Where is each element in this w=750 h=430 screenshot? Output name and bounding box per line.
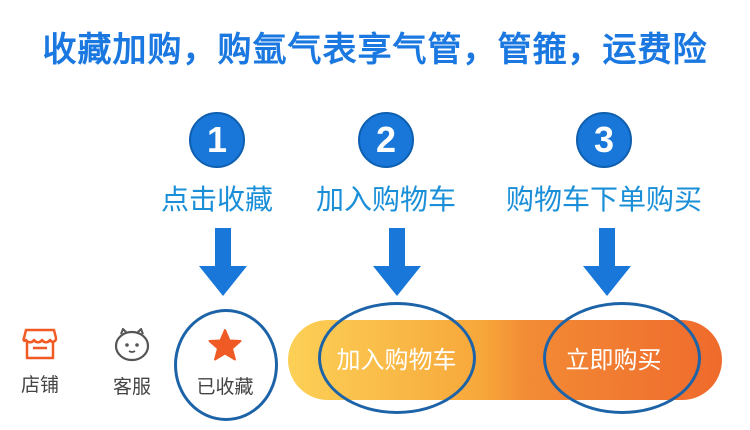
- star-icon: [208, 329, 242, 361]
- store-icon: [22, 328, 58, 360]
- promo-headline: 收藏加购，购氩气表享气管，管箍，运费险: [42, 30, 708, 70]
- step-1: 1 点击收藏: [107, 110, 327, 218]
- svg-text:2: 2: [376, 119, 396, 160]
- step-1-label: 点击收藏: [160, 183, 273, 216]
- down-arrow-icon: [373, 228, 421, 296]
- add-to-cart-label: 加入购物车: [336, 346, 457, 374]
- step-3-badge-icon: 3: [576, 112, 632, 168]
- buy-now-label: 立即购买: [565, 346, 662, 374]
- step-3-label: 购物车下单购买: [505, 183, 702, 216]
- chat-face-icon: [114, 327, 150, 362]
- step-1-badge-icon: 1: [189, 112, 245, 168]
- service-button[interactable]: 客服: [100, 327, 164, 399]
- favorited-label: 已收藏: [196, 376, 254, 398]
- favorite-button[interactable]: 已收藏: [193, 328, 257, 399]
- step-2: 2 加入购物车: [276, 110, 496, 218]
- add-to-cart-button[interactable]: 加入购物车: [288, 320, 505, 400]
- purchase-actions: 加入购物车 立即购买: [288, 320, 722, 400]
- step-2-badge-icon: 2: [358, 112, 414, 168]
- buy-now-button[interactable]: 立即购买: [505, 320, 722, 400]
- store-button[interactable]: 店铺: [8, 328, 72, 397]
- store-label: 店铺: [20, 374, 59, 396]
- down-arrow-icon: [583, 228, 631, 296]
- down-arrow-icon: [199, 228, 247, 296]
- step-3: 3 购物车下单购买: [494, 110, 714, 218]
- bottom-action-bar: 店铺 客服 已收藏 加入购物车 立即购买: [0, 300, 750, 430]
- service-label: 客服: [112, 376, 151, 398]
- svg-text:1: 1: [207, 119, 227, 160]
- svg-text:3: 3: [594, 119, 614, 160]
- step-2-label: 加入购物车: [315, 183, 456, 216]
